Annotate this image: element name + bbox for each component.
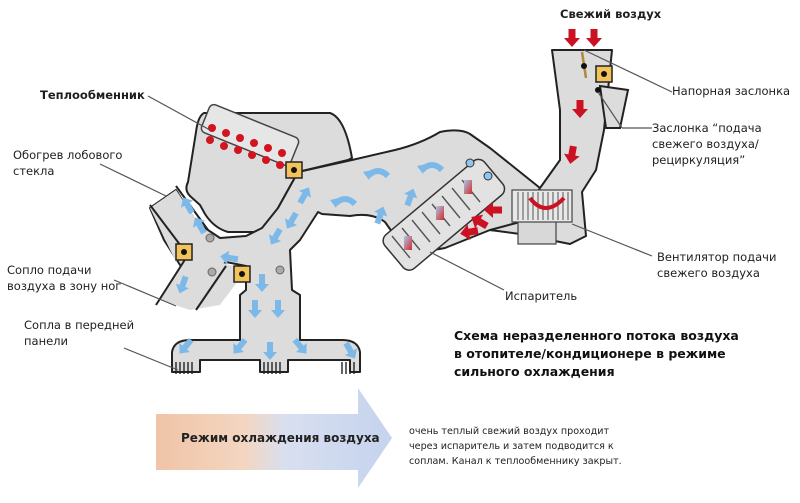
- warm-air-arrow-icon: [564, 29, 580, 47]
- label-heat-exchanger: Теплообменник: [40, 88, 145, 102]
- label-pressure-flap: Напорная заслонка: [672, 84, 791, 98]
- duct-wall: [195, 265, 227, 311]
- label-evaporator: Испаритель: [505, 289, 578, 303]
- duct-wall: [155, 257, 187, 306]
- label-fresh-air: Свежий воздух: [560, 7, 662, 21]
- flaps: [175, 51, 613, 283]
- dash-vents: [175, 362, 355, 374]
- label-footwell-nozzle: Сопло подачи воздуха в зону ног: [7, 263, 122, 293]
- blower-rotation-arrow: [528, 196, 566, 210]
- label-blower: Вентилятор подачи свежего воздуха: [657, 250, 777, 280]
- label-recirc-flap: Заслонка “подача свежего воздуха/ рецирк…: [652, 121, 762, 167]
- blower: [511, 189, 573, 245]
- label-dash-nozzles: Сопла в передней панели: [24, 318, 135, 348]
- leader-lines: [99, 49, 673, 371]
- mode-arrow: [156, 388, 392, 488]
- mode-description: очень теплый свежий воздух проходит чере…: [409, 426, 622, 467]
- warm-air-arrow-icon: [586, 29, 602, 47]
- windshield-duct: [150, 190, 204, 262]
- heater-core-dots-icon: [206, 124, 286, 169]
- evaporator: [382, 158, 506, 271]
- recirc-box: [598, 84, 630, 129]
- heater-core: [200, 103, 300, 169]
- diagram-title: Схема неразделенного потока воздуха в от…: [454, 328, 739, 379]
- label-windshield-heating: Обогрев лобового стекла: [13, 148, 123, 178]
- mode-arrow-label: Режим охлаждения воздуха: [181, 431, 380, 445]
